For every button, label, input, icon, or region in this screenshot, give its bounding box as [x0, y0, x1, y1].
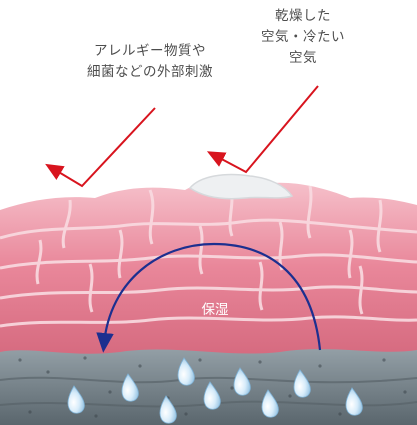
- dry-air-label: 乾燥した 空気・冷たい 空気: [238, 6, 368, 69]
- external-stimulus-arrow: [52, 108, 155, 186]
- dry-air-arrow: [214, 86, 318, 172]
- moisture-label: 保湿: [185, 298, 245, 318]
- stratum-corneum: [0, 175, 417, 354]
- external-stimulus-label: アレルギー物質や 細菌などの外部刺激: [45, 41, 255, 83]
